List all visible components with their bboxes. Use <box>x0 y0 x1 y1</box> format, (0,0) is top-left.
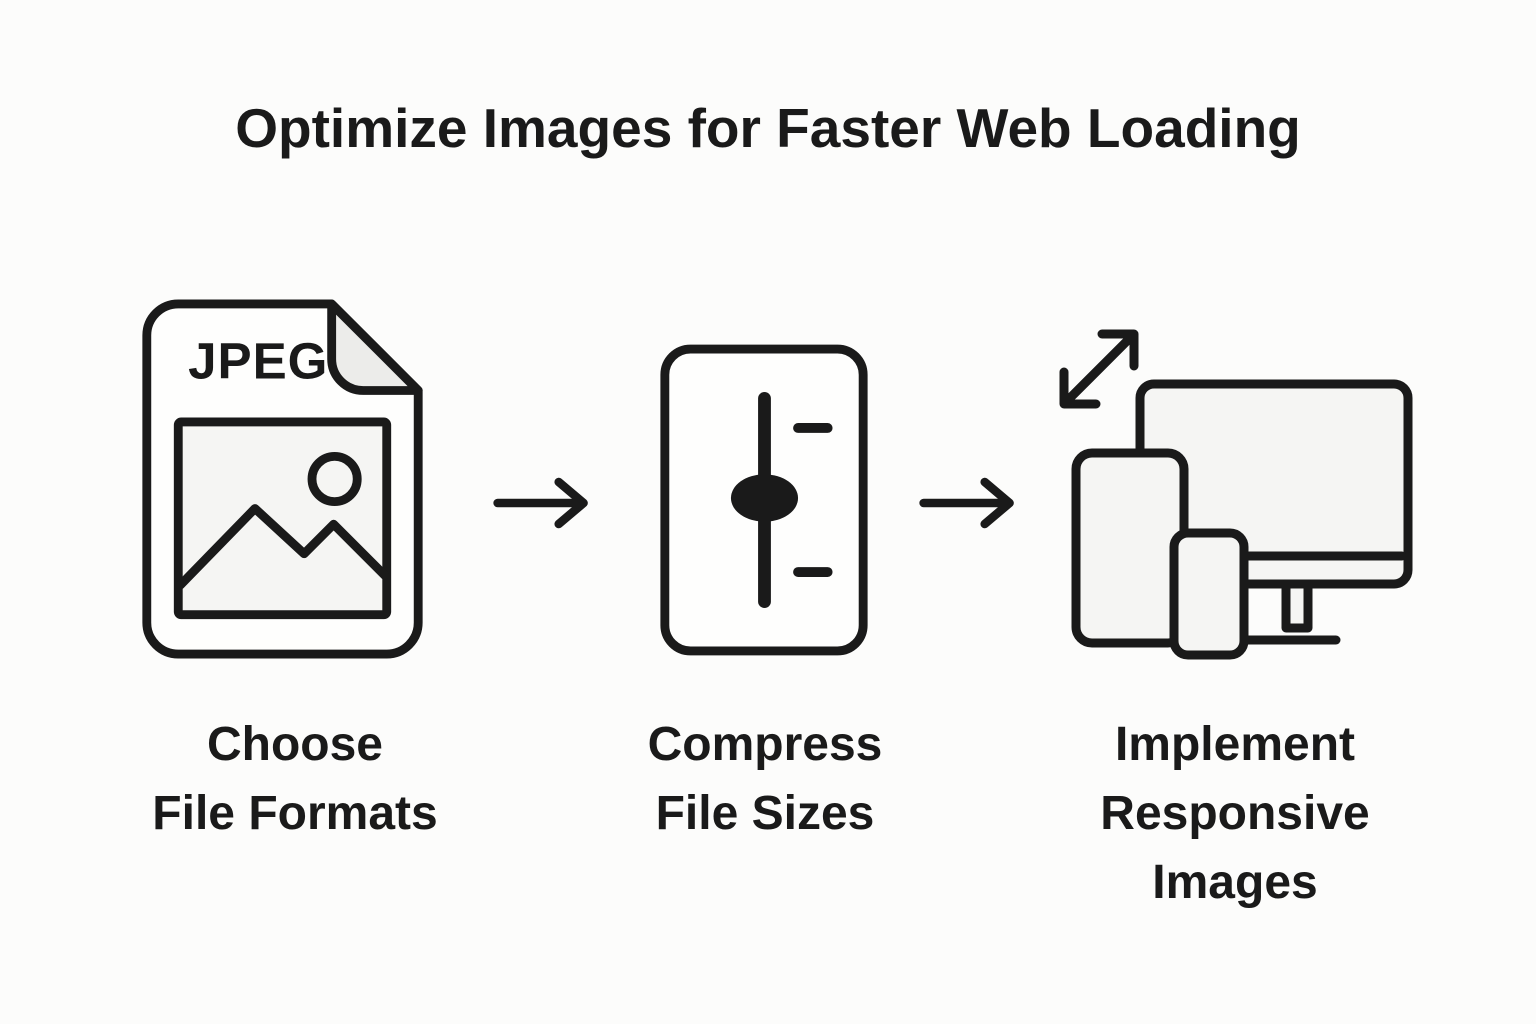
expand-arrow-head-bottom <box>1059 367 1101 409</box>
file-format-badge-text: JPEG <box>188 333 328 390</box>
responsive-devices-icon-svg <box>1059 329 1413 660</box>
step-label-line: Implement <box>1114 718 1356 771</box>
monitor-stand-neck <box>1281 579 1313 633</box>
sun-shape <box>307 451 362 507</box>
right-arrow-icon-svg <box>493 477 588 529</box>
expand-arrow-shaft <box>1065 335 1133 403</box>
jpeg-file-icon: JPEG <box>135 290 430 668</box>
right-arrow-icon-svg <box>919 477 1014 529</box>
image-placeholder-frame <box>173 417 392 620</box>
step-label-compress-file-sizes: Compress File Sizes <box>555 710 975 848</box>
arrow-head <box>554 477 588 529</box>
step-label-line: Images <box>1152 856 1318 909</box>
right-arrow-icon <box>916 468 1021 538</box>
responsive-devices-icon <box>1048 318 1418 663</box>
step-label-implement-responsive-images: Implement Responsive Images <box>1025 710 1445 917</box>
right-arrow-icon <box>490 468 595 538</box>
jpeg-file-icon-svg: JPEG <box>142 299 423 659</box>
step-label-choose-file-formats: Choose File Formats <box>85 710 505 848</box>
mountain-shape <box>175 504 390 590</box>
step-label-line: File Formats <box>152 787 438 840</box>
expand-arrow-head-top <box>1097 329 1139 371</box>
expand-arrow-icon <box>1059 329 1139 409</box>
step-label-line: Choose <box>206 718 383 771</box>
compression-slider-icon <box>653 337 875 663</box>
step-label-line: File Sizes <box>655 787 875 840</box>
compression-slider-icon-svg <box>660 344 868 656</box>
step-label-line: Responsive <box>1100 787 1370 840</box>
folded-corner <box>327 299 423 395</box>
arrow-head <box>980 477 1014 529</box>
page-title: Optimize Images for Faster Web Loading <box>235 97 1301 159</box>
phone-shape <box>1169 528 1249 660</box>
step-label-line: Compress <box>647 718 883 771</box>
tablet-shape <box>1071 448 1189 648</box>
slider-knob <box>730 474 799 522</box>
